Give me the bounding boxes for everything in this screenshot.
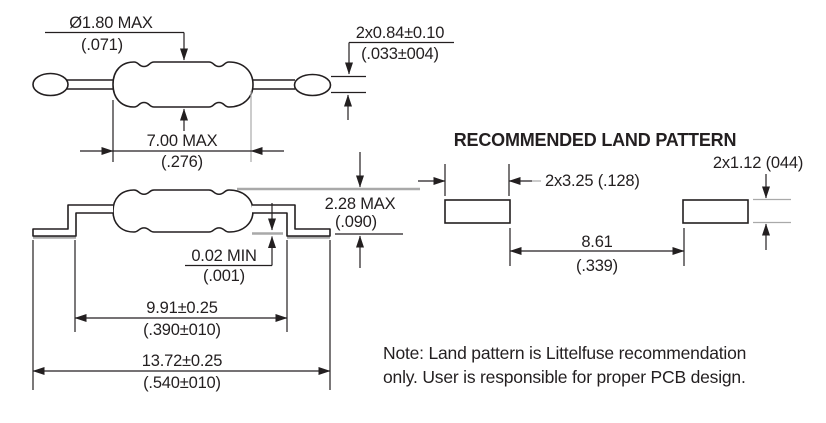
note-line-1: Note: Land pattern is Littelfuse recomme… xyxy=(383,343,746,363)
dim-label-inch: (.390±010) xyxy=(143,321,221,339)
dim-label-inch: (.339) xyxy=(576,257,618,275)
fuse-body xyxy=(112,189,254,233)
dim-label-mm: 9.91±0.25 xyxy=(146,299,218,317)
fuse-body xyxy=(112,61,254,108)
note-block: Note: Land pattern is Littelfuse recomme… xyxy=(383,343,746,387)
right-formed-lead xyxy=(252,204,331,237)
right-lead-tip xyxy=(293,73,332,97)
figure-top-view: Ø1.80 MAX (.071) 2x0.84±0.10 (.033±004) … xyxy=(32,14,454,171)
left-lead-tip xyxy=(32,72,69,97)
dim-seated-height: 2.28 MAX (.090) xyxy=(325,152,403,268)
figure-formed-view: 2.28 MAX (.090) 0.02 MIN (.001) 9.91±0.2… xyxy=(32,152,420,392)
dim-label-inch: (.071) xyxy=(81,36,123,54)
land-pattern-title: RECOMMENDED LAND PATTERN xyxy=(454,130,737,150)
dim-label-inch: (.276) xyxy=(161,153,203,171)
dim-label-mm: 13.72±0.25 xyxy=(142,352,222,370)
dim-label-inch: (.033±004) xyxy=(361,45,439,63)
left-pad xyxy=(444,199,511,224)
dim-label-mm: Ø1.80 MAX xyxy=(69,14,153,32)
dim-overall-length: 13.72±0.25 (.540±010) xyxy=(32,240,331,392)
dim-body-length: 7.00 MAX (.276) xyxy=(80,91,284,171)
dim-pad-gap: 8.61 (.339) xyxy=(509,228,685,275)
dim-label-mm: 2.28 MAX xyxy=(325,195,396,213)
dim-body-diameter: Ø1.80 MAX (.071) xyxy=(45,14,188,131)
land-pattern: RECOMMENDED LAND PATTERN 2x3.25 (.128) 2… xyxy=(418,130,803,275)
dim-label-mm: 7.00 MAX xyxy=(147,132,218,150)
dim-label-inch: (.090) xyxy=(335,213,377,231)
dim-label: 2x3.25 (.128) xyxy=(545,172,640,190)
note-line-2: only. User is responsible for proper PCB… xyxy=(383,367,746,387)
dim-pad-height: 2x1.12 (044) xyxy=(713,154,803,250)
dim-label-inch: (.540±010) xyxy=(143,374,221,392)
dim-label: 2x1.12 (044) xyxy=(713,154,803,172)
left-formed-lead xyxy=(32,204,113,237)
dim-label-mm: 8.61 xyxy=(581,233,612,251)
dim-label-mm: 2x0.84±0.10 xyxy=(356,24,445,42)
dim-bend-span: 9.91±0.25 (.390±010) xyxy=(74,240,288,339)
right-pad xyxy=(682,199,749,224)
dim-pad-width: 2x3.25 (.128) xyxy=(418,164,640,196)
dim-label-inch: (.001) xyxy=(203,267,245,285)
dim-lead-diameter: 2x0.84±0.10 (.033±004) xyxy=(331,24,454,120)
dim-label-mm: 0.02 MIN xyxy=(191,247,256,265)
dim-standoff: 0.02 MIN (.001) xyxy=(185,203,283,285)
